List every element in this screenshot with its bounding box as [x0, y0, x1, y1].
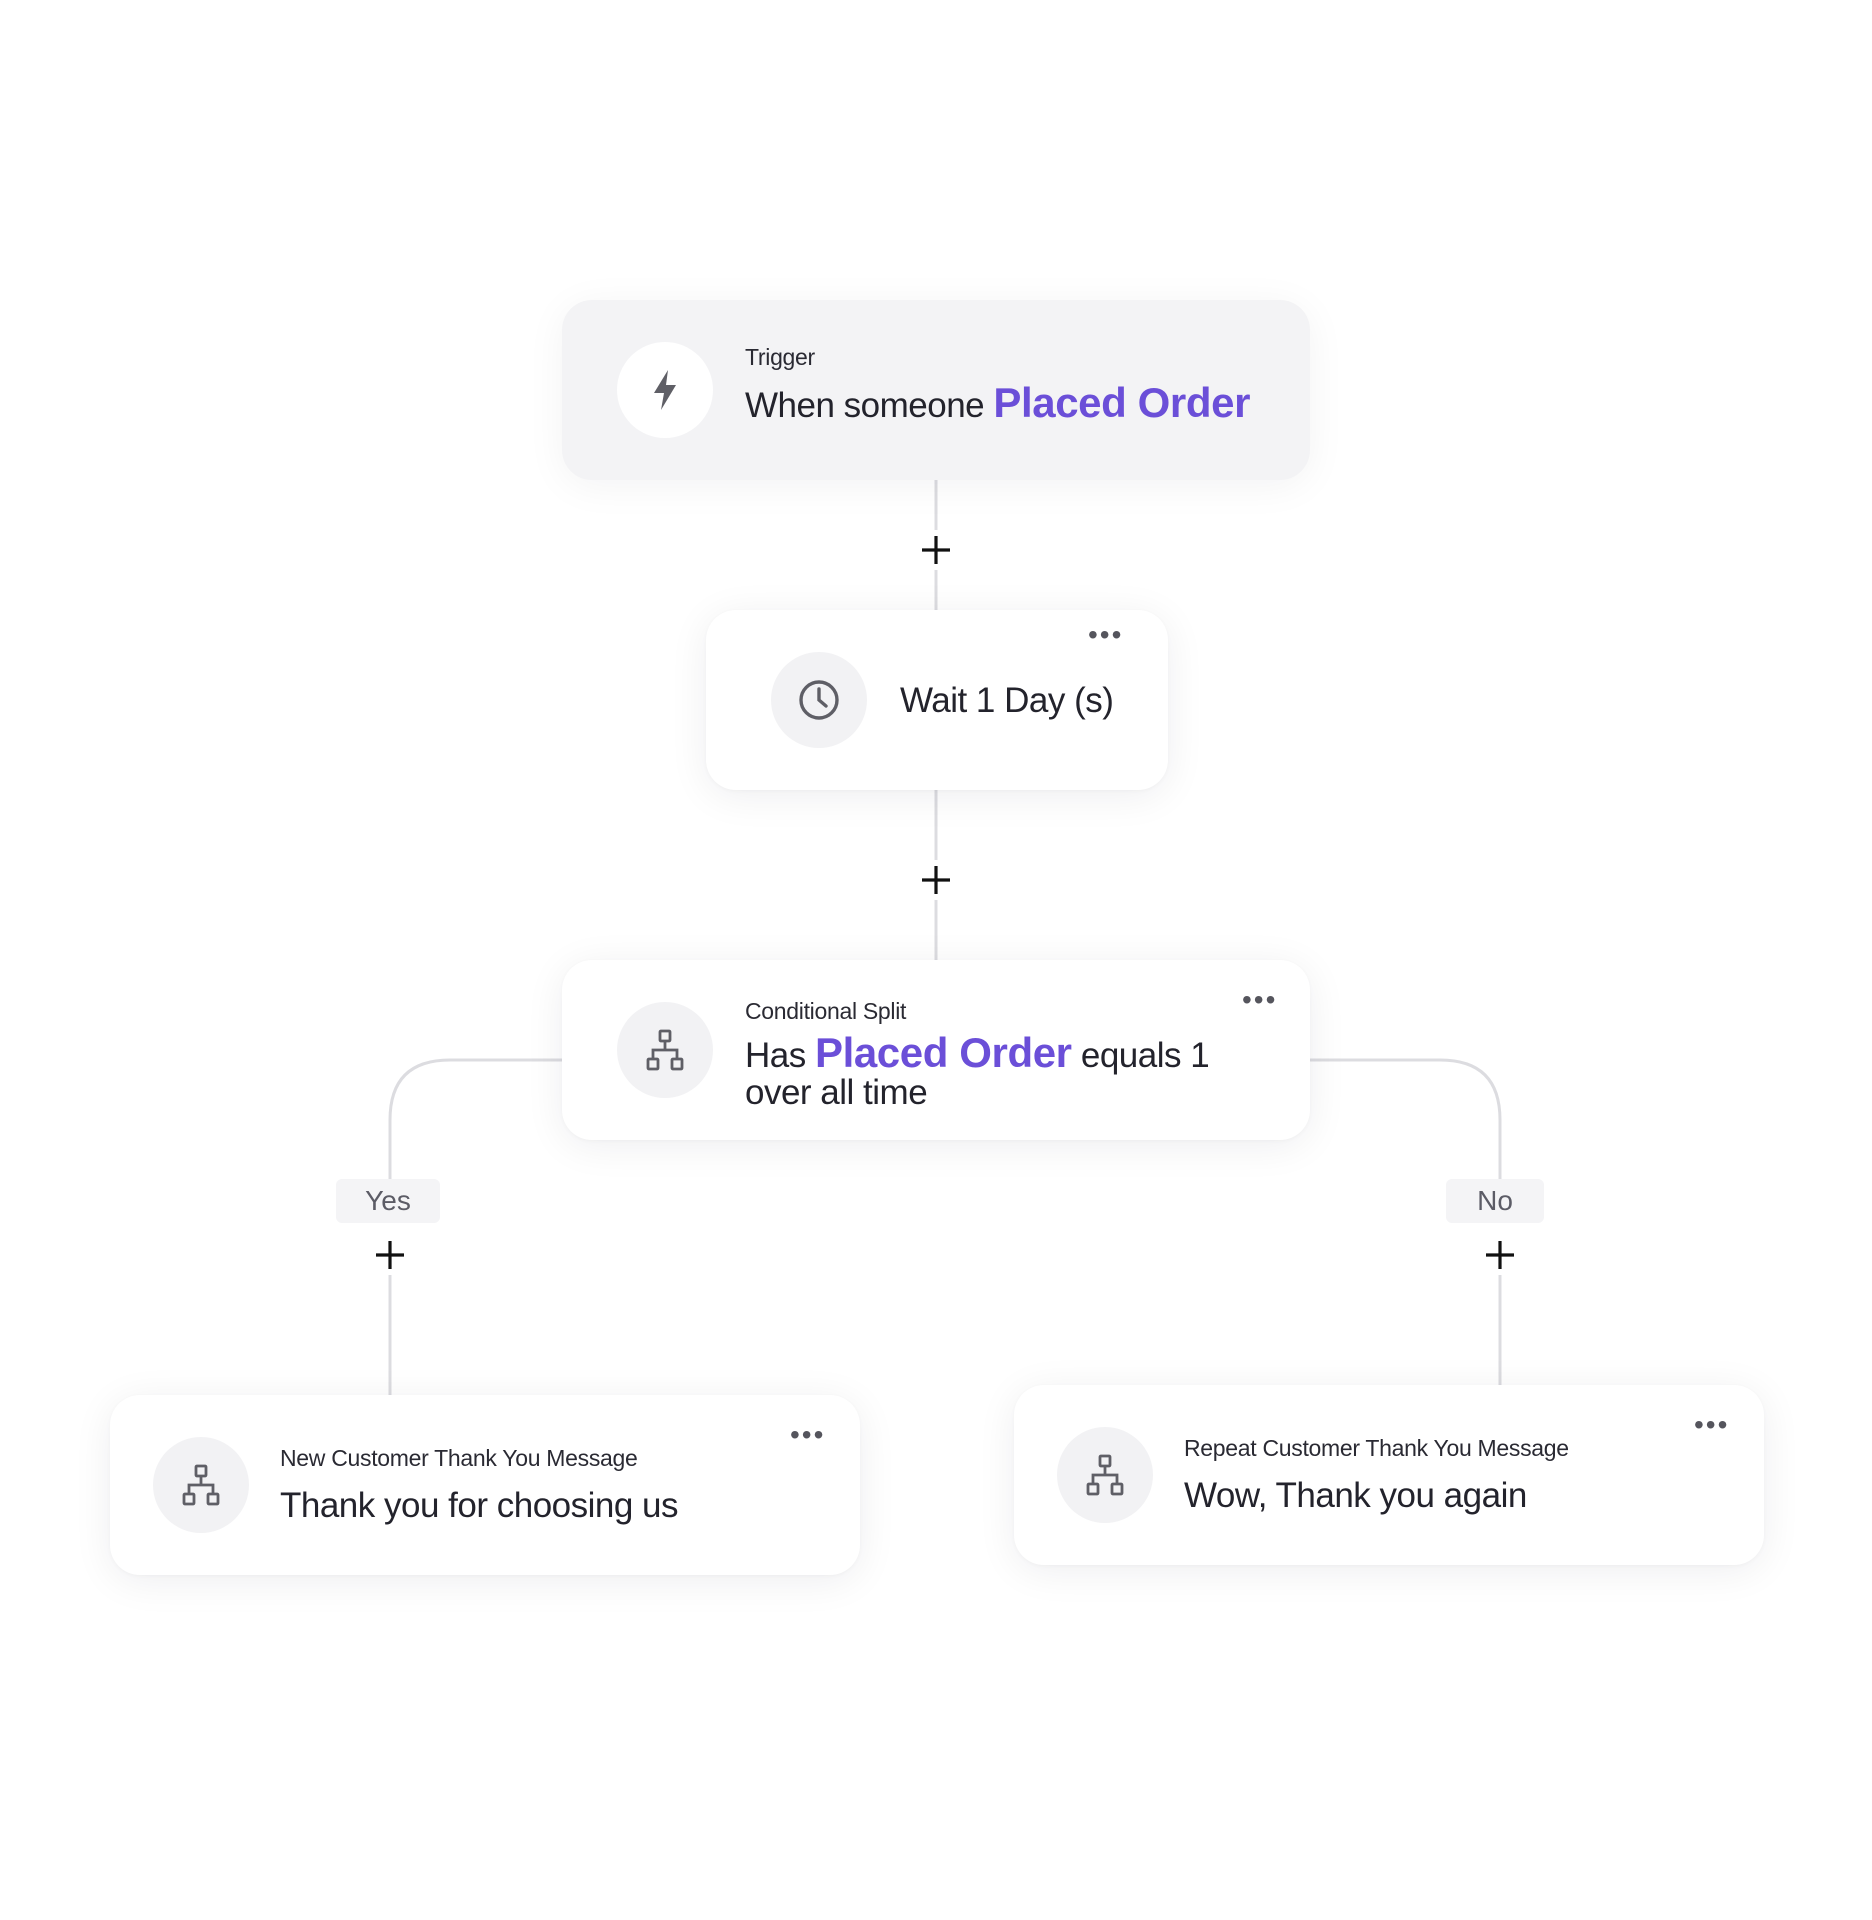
- trigger-event[interactable]: Placed Order: [993, 379, 1251, 426]
- yes-card-text: Thank you for choosing us: [280, 1486, 679, 1525]
- add-step-button[interactable]: [918, 862, 954, 898]
- split-event[interactable]: Placed Order: [814, 1029, 1072, 1076]
- trigger-description: When someone Placed Order: [745, 382, 1250, 425]
- split-condition: Has Placed Order equals 1 over all time: [745, 1032, 1265, 1112]
- clock-icon: [771, 652, 867, 748]
- trigger-card[interactable]: Trigger When someone Placed Order: [562, 300, 1310, 480]
- branch-no-label: No: [1446, 1179, 1544, 1223]
- no-card-label: Repeat Customer Thank You Message: [1184, 1435, 1569, 1461]
- split-label: Conditional Split: [745, 998, 907, 1024]
- repeat-customer-message-card[interactable]: Repeat Customer Thank You Message Wow, T…: [1014, 1385, 1764, 1565]
- add-step-button-no[interactable]: [1482, 1237, 1518, 1273]
- hierarchy-icon: [617, 1002, 713, 1098]
- yes-card-label: New Customer Thank You Message: [280, 1445, 638, 1471]
- lightning-icon: [617, 342, 713, 438]
- more-options-icon[interactable]: •••: [790, 1419, 826, 1450]
- hierarchy-icon: [153, 1437, 249, 1533]
- connector-split-to-yes: [388, 1058, 562, 1180]
- split-text-prefix: Has: [745, 1036, 815, 1075]
- more-options-icon[interactable]: •••: [1088, 619, 1124, 650]
- connector-split-to-no: [1310, 1058, 1502, 1180]
- more-options-icon[interactable]: •••: [1242, 984, 1278, 1015]
- no-card-text: Wow, Thank you again: [1184, 1476, 1527, 1515]
- hierarchy-icon: [1057, 1427, 1153, 1523]
- trigger-label: Trigger: [745, 344, 815, 370]
- more-options-icon[interactable]: •••: [1694, 1409, 1730, 1440]
- split-text-line2: over all time: [745, 1073, 928, 1112]
- add-step-button-yes[interactable]: [372, 1237, 408, 1273]
- wait-text: Wait 1 Day (s): [900, 681, 1114, 720]
- split-text-suffix: equals 1: [1071, 1036, 1210, 1075]
- new-customer-message-card[interactable]: New Customer Thank You Message Thank you…: [110, 1395, 860, 1575]
- add-step-button[interactable]: [918, 532, 954, 568]
- wait-card[interactable]: Wait 1 Day (s) •••: [706, 610, 1168, 790]
- trigger-text: When someone: [745, 386, 994, 425]
- conditional-split-card[interactable]: Conditional Split Has Placed Order equal…: [562, 960, 1310, 1140]
- branch-yes-label: Yes: [336, 1179, 440, 1223]
